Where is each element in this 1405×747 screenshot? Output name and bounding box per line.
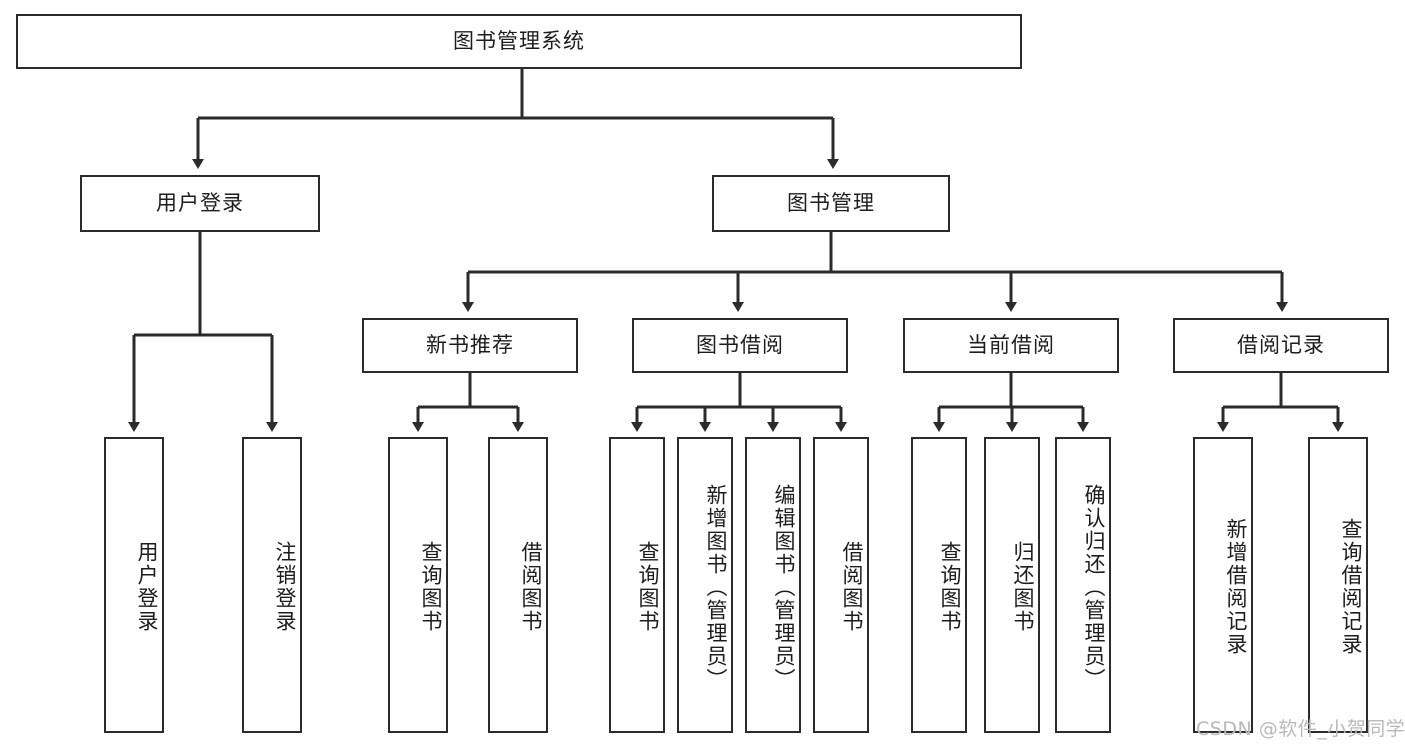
leaf-query-borrow-record[interactable]: 查询借阅记录 xyxy=(1308,437,1368,733)
node-book-manage-label: 图书管理 xyxy=(787,190,875,215)
node-user-login[interactable]: 用户登录 xyxy=(80,175,320,232)
leaf-query-book-current-label: 查询图书 xyxy=(938,541,962,633)
leaf-confirm-return-admin-label: 确认归还（管理员） xyxy=(1082,483,1106,691)
node-user-login-label: 用户登录 xyxy=(156,190,244,215)
leaf-query-book-borrow-label: 查询图书 xyxy=(636,541,660,633)
leaf-edit-book-admin-label: 编辑图书（管理员） xyxy=(772,483,796,691)
node-book-manage[interactable]: 图书管理 xyxy=(712,175,950,232)
node-root[interactable]: 图书管理系统 xyxy=(16,14,1022,69)
csdn-watermark: CSDN @软件_小贺同学 xyxy=(1196,718,1405,740)
leaf-add-book-admin[interactable]: 新增图书（管理员） xyxy=(677,437,733,733)
leaf-user-login[interactable]: 用户登录 xyxy=(104,437,164,733)
node-borrow-record[interactable]: 借阅记录 xyxy=(1173,318,1389,373)
node-book-borrow[interactable]: 图书借阅 xyxy=(632,318,848,373)
leaf-logout-login[interactable]: 注销登录 xyxy=(242,437,302,733)
node-new-book-recommend-label: 新书推荐 xyxy=(426,332,514,357)
leaf-add-borrow-record[interactable]: 新增借阅记录 xyxy=(1193,437,1253,733)
leaf-borrow-book[interactable]: 借阅图书 xyxy=(813,437,869,733)
leaf-return-book-label: 归还图书 xyxy=(1011,541,1035,633)
leaf-add-book-admin-label: 新增图书（管理员） xyxy=(704,483,728,691)
leaf-confirm-return-admin[interactable]: 确认归还（管理员） xyxy=(1055,437,1111,733)
node-current-borrow[interactable]: 当前借阅 xyxy=(903,318,1119,373)
leaf-borrow-book-recommend[interactable]: 借阅图书 xyxy=(488,437,548,733)
node-book-borrow-label: 图书借阅 xyxy=(696,332,784,357)
node-root-label: 图书管理系统 xyxy=(453,28,585,53)
leaf-query-book-current[interactable]: 查询图书 xyxy=(911,437,967,733)
leaf-query-book-borrow[interactable]: 查询图书 xyxy=(609,437,665,733)
node-new-book-recommend[interactable]: 新书推荐 xyxy=(362,318,578,373)
leaf-logout-login-label: 注销登录 xyxy=(273,541,297,633)
node-borrow-record-label: 借阅记录 xyxy=(1237,332,1325,357)
node-current-borrow-label: 当前借阅 xyxy=(967,332,1055,357)
leaf-borrow-book-recommend-label: 借阅图书 xyxy=(519,541,543,633)
leaf-query-book-recommend-label: 查询图书 xyxy=(419,541,443,633)
leaf-query-book-recommend[interactable]: 查询图书 xyxy=(388,437,448,733)
leaf-edit-book-admin[interactable]: 编辑图书（管理员） xyxy=(745,437,801,733)
leaf-borrow-book-label: 借阅图书 xyxy=(840,541,864,633)
leaf-query-borrow-record-label: 查询借阅记录 xyxy=(1339,518,1363,656)
leaf-return-book[interactable]: 归还图书 xyxy=(984,437,1040,733)
leaf-add-borrow-record-label: 新增借阅记录 xyxy=(1224,518,1248,656)
leaf-user-login-label: 用户登录 xyxy=(135,541,159,633)
